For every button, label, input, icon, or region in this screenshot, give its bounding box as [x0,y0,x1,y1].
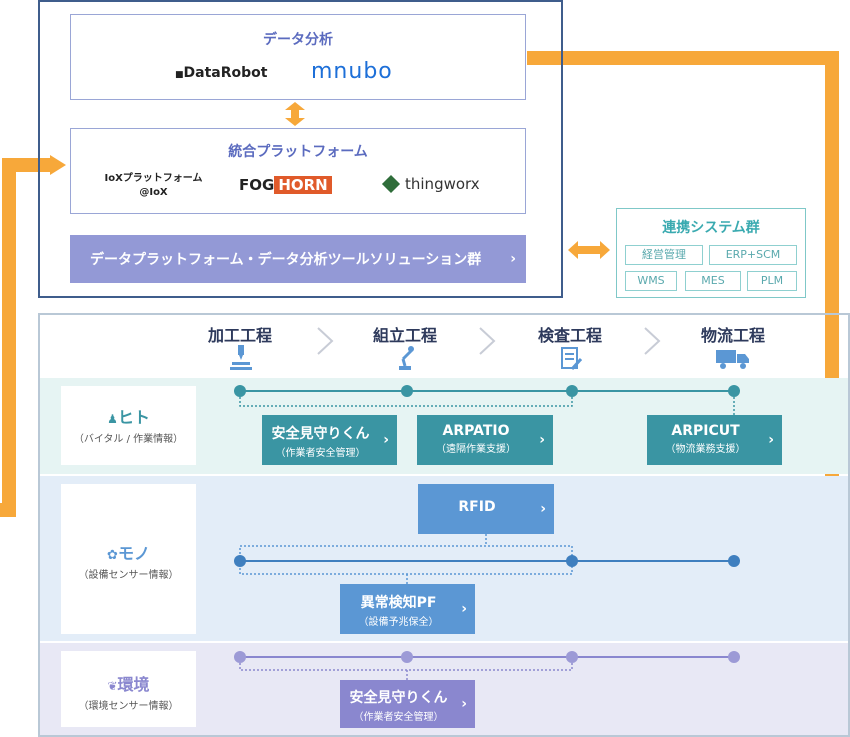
kankyo-node [566,651,578,663]
person-icon: ♟ [107,412,118,426]
hito-label-card: ♟ヒト （バイタル / 作業情報） [61,386,196,465]
system-chip: MES [685,271,741,291]
chevron-right-icon: › [768,432,774,448]
chevron-right-icon: › [510,251,516,267]
iox-logo: IoXプラットフォーム @IoX [104,173,203,198]
linked-systems-box: 連携システム群 経営管理 ERP+SCM WMS MES PLM [616,208,806,298]
system-chip: 経営管理 [625,245,703,265]
process-kumitate: 組立工程 [372,326,437,345]
mono-node [728,555,740,567]
chevron-right-icon: › [461,601,467,617]
system-chip: ERP+SCM [709,245,797,265]
thingworx-logo: thingworx [381,174,480,194]
connector-left-arrowhead [50,155,66,175]
process-chevron-icon [644,327,661,355]
solution-arpicut-button[interactable]: ARPICUT （物流業務支援） › [647,415,782,465]
datarobot-logo: ■DataRobot [175,65,268,81]
solution-ijou-kenchi-button[interactable]: 異常検知PF （設備予兆保全） › [340,584,475,634]
renkei-arrow-icon [568,241,610,259]
hito-node [401,385,413,397]
sprout-icon: ❦ [107,679,118,693]
mono-node [566,555,578,567]
chevron-right-icon: › [461,696,467,712]
solution-anzen-mimamori-kankyo-button[interactable]: 安全見守りくん （作業者安全管理） › [340,680,475,728]
data-platform-frame [38,0,563,298]
analysis-platform-arrow-icon [285,102,305,126]
hito-node [566,385,578,397]
checklist-icon [561,347,582,371]
machining-icon [230,345,252,370]
analysis-box: データ分析 ■DataRobot mnubo [70,14,526,100]
process-chevron-icon [479,327,496,355]
process-butsuryu: 物流工程 [700,326,765,345]
system-chip: WMS [625,271,677,291]
chevron-right-icon: › [540,501,546,517]
chevron-right-icon: › [539,432,545,448]
platform-title: 統合プラットフォーム [228,144,368,160]
kankyo-node [234,651,246,663]
mnubo-logo: mnubo [311,59,393,84]
connector-left [0,158,50,517]
mono-node [234,555,246,567]
solution-anzen-mimamori-button[interactable]: 安全見守りくん （作業者安全管理） › [262,415,397,465]
shopfloor-frame [38,313,850,737]
process-kakou: 加工工程 [207,326,272,345]
process-chevron-icon [317,327,334,355]
process-kensa: 検査工程 [537,326,602,345]
gear-icon: ✿ [107,548,118,563]
linked-systems-title: 連携システム群 [662,220,760,236]
mono-label-card: ✿モノ （設備センサー情報） [61,484,196,634]
analysis-title: データ分析 [263,32,333,48]
data-tool-solution-bar[interactable]: データプラットフォーム・データ分析ツールソリューション群 › [70,235,526,283]
kankyo-node [401,651,413,663]
hito-node [234,385,246,397]
solution-rfid-button[interactable]: RFID › [418,484,554,534]
robot-arm-icon [399,346,414,370]
kankyo-dotted-bracket [239,659,573,671]
hito-node [728,385,740,397]
kankyo-label-card: ❦環境 （環境センサー情報） [61,651,196,727]
kankyo-node [728,651,740,663]
chevron-right-icon: › [383,432,389,448]
solution-arpatio-button[interactable]: ARPATIO （遠隔作業支援） › [417,415,553,465]
system-chip: PLM [747,271,797,291]
truck-icon [716,350,749,369]
